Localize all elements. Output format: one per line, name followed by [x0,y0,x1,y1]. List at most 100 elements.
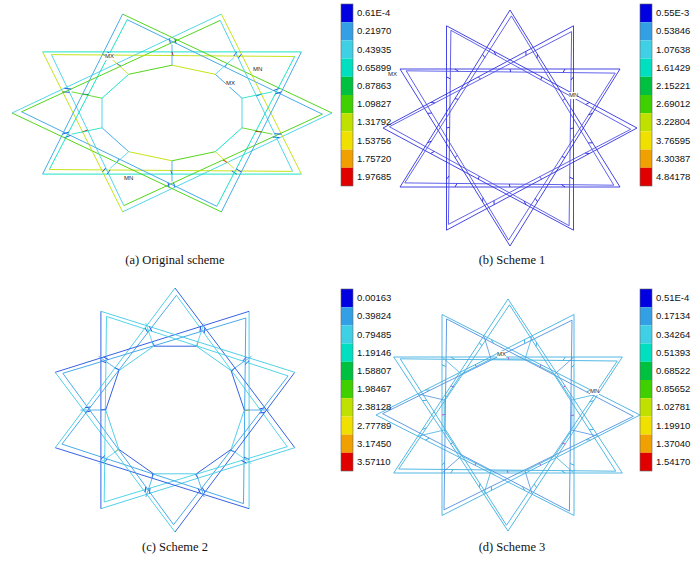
truss-member [537,54,539,58]
truss-member [455,69,459,71]
caption: (c) Scheme 2 [142,540,208,555]
truss-member [447,127,450,129]
colorbar-value: 0.65899 [357,62,391,74]
truss-member [102,74,129,98]
truss-member [570,128,573,130]
truss-member [64,88,71,90]
truss-member [588,142,592,143]
truss-member [570,463,574,465]
truss-member [524,201,526,205]
truss-member [525,359,555,374]
truss-member [510,10,620,187]
truss-member [129,65,172,74]
truss-member [154,346,197,347]
truss-member [491,486,492,490]
truss-member [555,430,572,456]
truss-member [451,470,453,474]
truss-member [104,357,109,360]
truss-member [426,389,431,390]
colorbar-band [640,131,652,149]
truss-member [102,128,129,152]
extreme-marker: MX [388,71,397,78]
colorbar-band [640,22,652,40]
truss-member [510,69,620,246]
truss-member [101,448,295,509]
truss-member [508,357,622,531]
colorbar-value: 1.19910 [656,420,690,432]
extreme-marker: MN [253,66,262,73]
extreme-marker: MN [124,175,133,182]
truss-member [102,98,103,128]
truss-member [394,357,508,531]
truss-member [405,16,512,183]
colorbar-band [341,131,353,149]
colorbar-band [341,40,353,58]
truss-member [168,183,169,188]
colorbar-value: 3.57110 [357,456,391,468]
truss-member [172,44,173,65]
truss-member [215,128,242,152]
colorbar-value: 2.69012 [656,98,690,110]
colorbar-value: 1.07638 [656,44,690,56]
truss-member [447,26,638,128]
truss-member [376,415,574,516]
colorbar-value: 0.34264 [656,329,690,341]
truss-member [563,357,565,361]
truss-member [110,152,129,169]
truss-member [444,400,445,430]
colorbar-band [640,4,652,22]
truss-member [508,357,510,360]
colorbar-value: 0.68522 [656,365,690,377]
colorbar-frame [341,4,353,186]
truss-member [275,133,282,134]
truss-member [99,449,119,463]
extreme-marker: MX [497,351,506,358]
truss-member [444,430,461,456]
colorbar-band [341,59,353,77]
truss-member [399,305,510,469]
truss-member [81,410,106,411]
truss-member [482,198,484,202]
truss-member [383,414,570,511]
truss-member [451,30,631,129]
truss-member [586,103,590,105]
truss-member [563,99,565,101]
truss-member [428,141,432,143]
truss-member [484,471,491,493]
colorbar-value: 1.37040 [656,438,690,450]
colorbar-band [341,416,353,434]
truss-member [431,102,435,103]
truss-member [426,438,430,440]
truss-member [146,474,154,497]
truss-member [525,337,532,359]
caption: (d) Scheme 3 [479,540,546,555]
truss-member [172,161,173,182]
truss-member [419,430,445,436]
colorbar-value: 1.31792 [357,116,391,128]
truss-member [443,456,462,472]
truss-member [275,92,281,94]
truss-member [400,359,506,525]
truss-member [571,365,574,368]
truss-member [172,65,215,74]
truss-member [236,169,241,172]
truss-member [198,489,201,494]
truss-member [231,449,251,463]
truss-model [12,14,332,212]
truss-member [507,470,509,473]
truss-member [461,456,491,471]
truss-member [455,155,457,157]
truss-member [571,77,574,80]
truss-member [572,430,598,436]
truss-member [215,152,234,169]
truss-member [55,311,249,372]
truss-member [196,449,231,473]
truss-member [231,356,251,370]
truss-member [442,365,446,367]
truss-member [49,20,127,170]
colorbar-band [640,416,652,434]
truss-member [99,356,119,370]
truss-member [389,127,569,226]
truss-member [589,113,593,115]
colorbar [640,4,652,186]
